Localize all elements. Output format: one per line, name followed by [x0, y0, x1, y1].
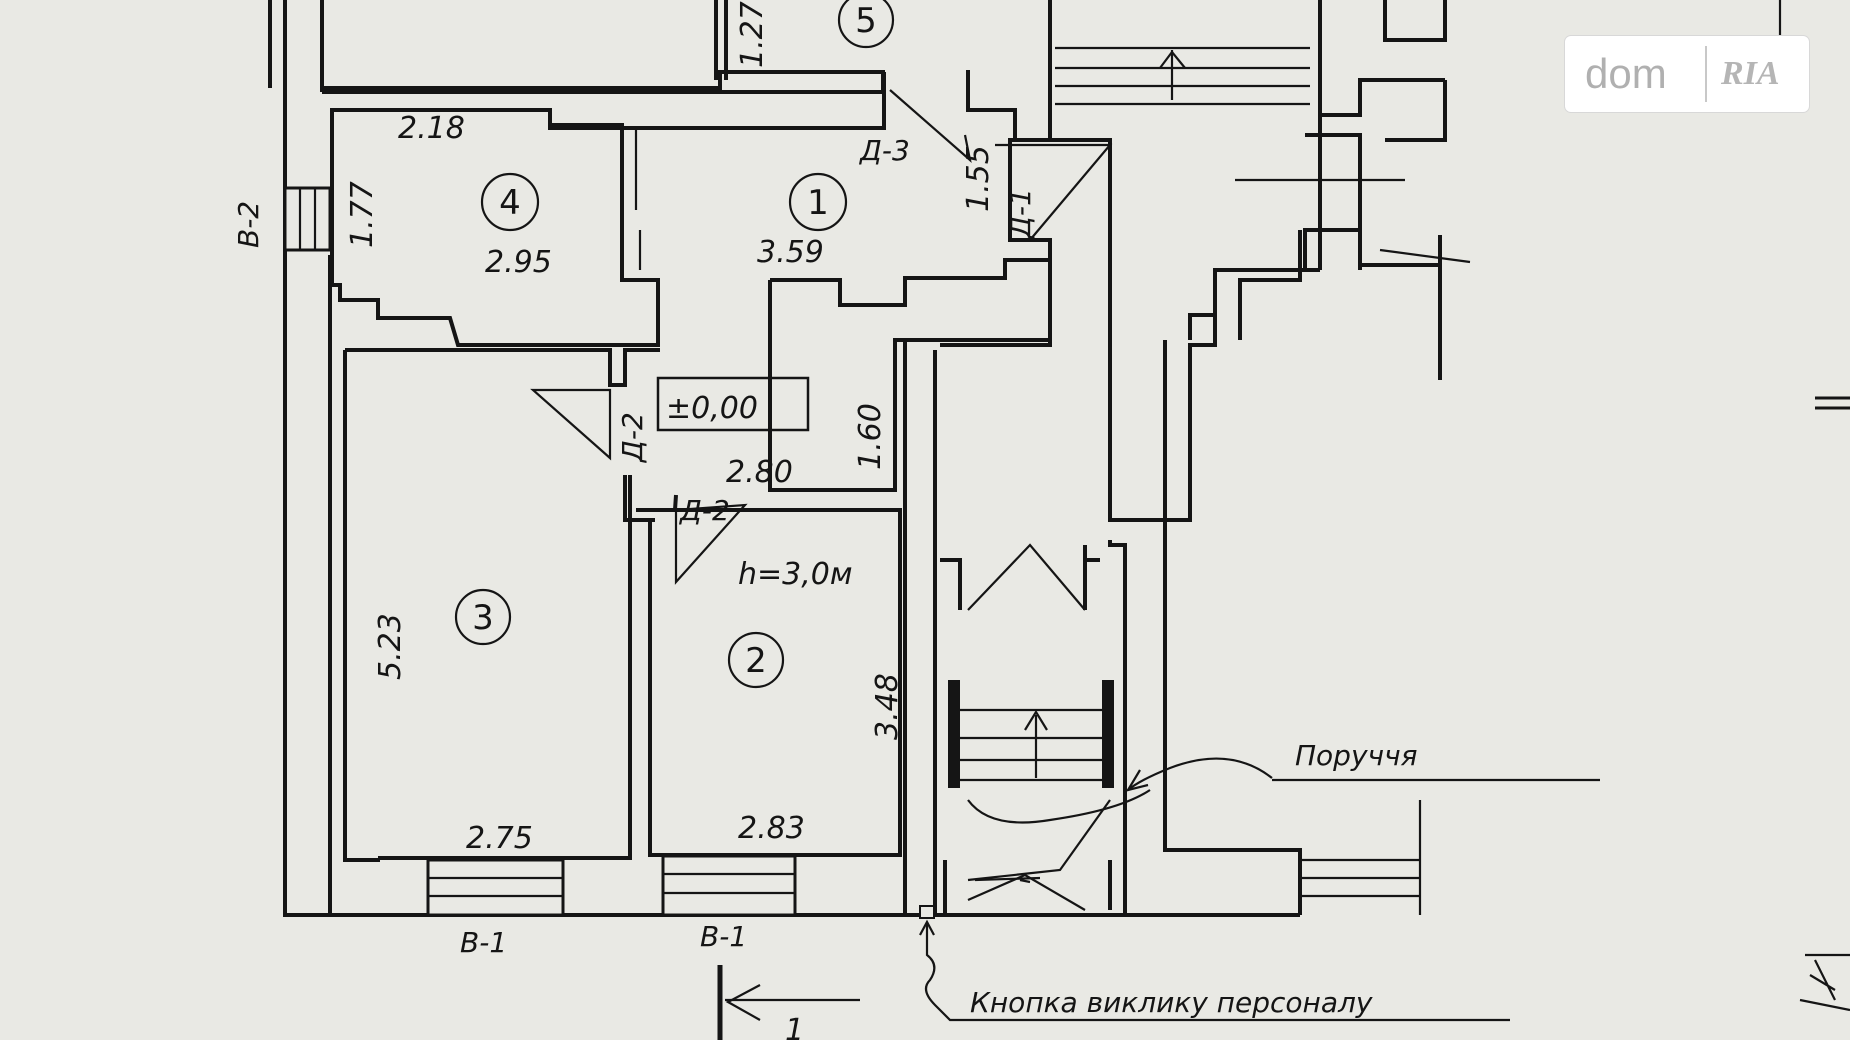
- dim-295: 2.95: [485, 245, 552, 280]
- window-1-label-b: В-1: [700, 920, 747, 953]
- stair-hall: [940, 540, 1300, 917]
- outer-walls: [268, 0, 945, 917]
- dim-127: 1.27: [735, 1, 770, 68]
- door-2-label-b: Д-2: [678, 494, 730, 527]
- stair-top: [1055, 0, 1782, 380]
- height-mark: h=3,0м: [738, 557, 853, 592]
- domria-watermark: dom RIA: [1565, 36, 1809, 112]
- room-2-walls: [636, 508, 902, 857]
- stair-right: [1163, 230, 1422, 915]
- window-1-label-a: В-1: [460, 926, 507, 959]
- dim-155: 1.55: [961, 145, 996, 212]
- dim-275: 2.75: [466, 821, 533, 856]
- door-swings: [530, 89, 1113, 585]
- corridor-walls: [903, 340, 937, 915]
- dim-348: 3.48: [870, 673, 905, 740]
- call-button-label: Кнопка виклику персоналу: [970, 986, 1373, 1019]
- dim-177: 1.77: [345, 181, 380, 248]
- railing-callout: [1125, 757, 1600, 792]
- section-number: 1: [785, 1013, 804, 1040]
- door-3-label: Д-3: [858, 134, 910, 167]
- door-1-label: Д-1: [1004, 188, 1037, 240]
- railing-label: Поруччя: [1295, 739, 1417, 772]
- level-box: [656, 376, 810, 432]
- dim-359: 3.59: [757, 235, 824, 270]
- dim-283: 2.83: [738, 811, 805, 846]
- room-1-number: 1: [807, 183, 829, 223]
- watermark-divider: [1705, 46, 1707, 102]
- watermark-brand: dom: [1585, 50, 1667, 97]
- room-3-walls: [345, 348, 660, 387]
- room-4-number: 4: [499, 183, 521, 223]
- dim-160: 1.60: [853, 403, 888, 470]
- dim-523: 5.23: [373, 613, 408, 680]
- top-partition: [548, 72, 886, 130]
- edge-marks: [1799, 396, 1850, 1012]
- room-5-number: 5: [855, 1, 877, 41]
- room-markers: [454, 0, 895, 689]
- dim-218: 2.18: [398, 111, 465, 146]
- watermark-mark: RIA: [1721, 55, 1780, 92]
- windows-bottom: [426, 854, 797, 917]
- window-2-label: В-2: [232, 201, 265, 248]
- call-button-callout: [919, 905, 1510, 1022]
- partition-4-1: [634, 130, 642, 270]
- room-2-number: 2: [745, 641, 767, 681]
- room-4-walls: [330, 108, 660, 347]
- room-3-number: 3: [472, 598, 494, 638]
- level-mark: ±0,00: [666, 391, 758, 426]
- door-2-label-a: Д-2: [616, 412, 649, 464]
- dim-280: 2.80: [726, 455, 793, 490]
- window-left: [283, 186, 332, 252]
- section-mark: [717, 965, 860, 1040]
- room-1-walls: [768, 258, 1052, 492]
